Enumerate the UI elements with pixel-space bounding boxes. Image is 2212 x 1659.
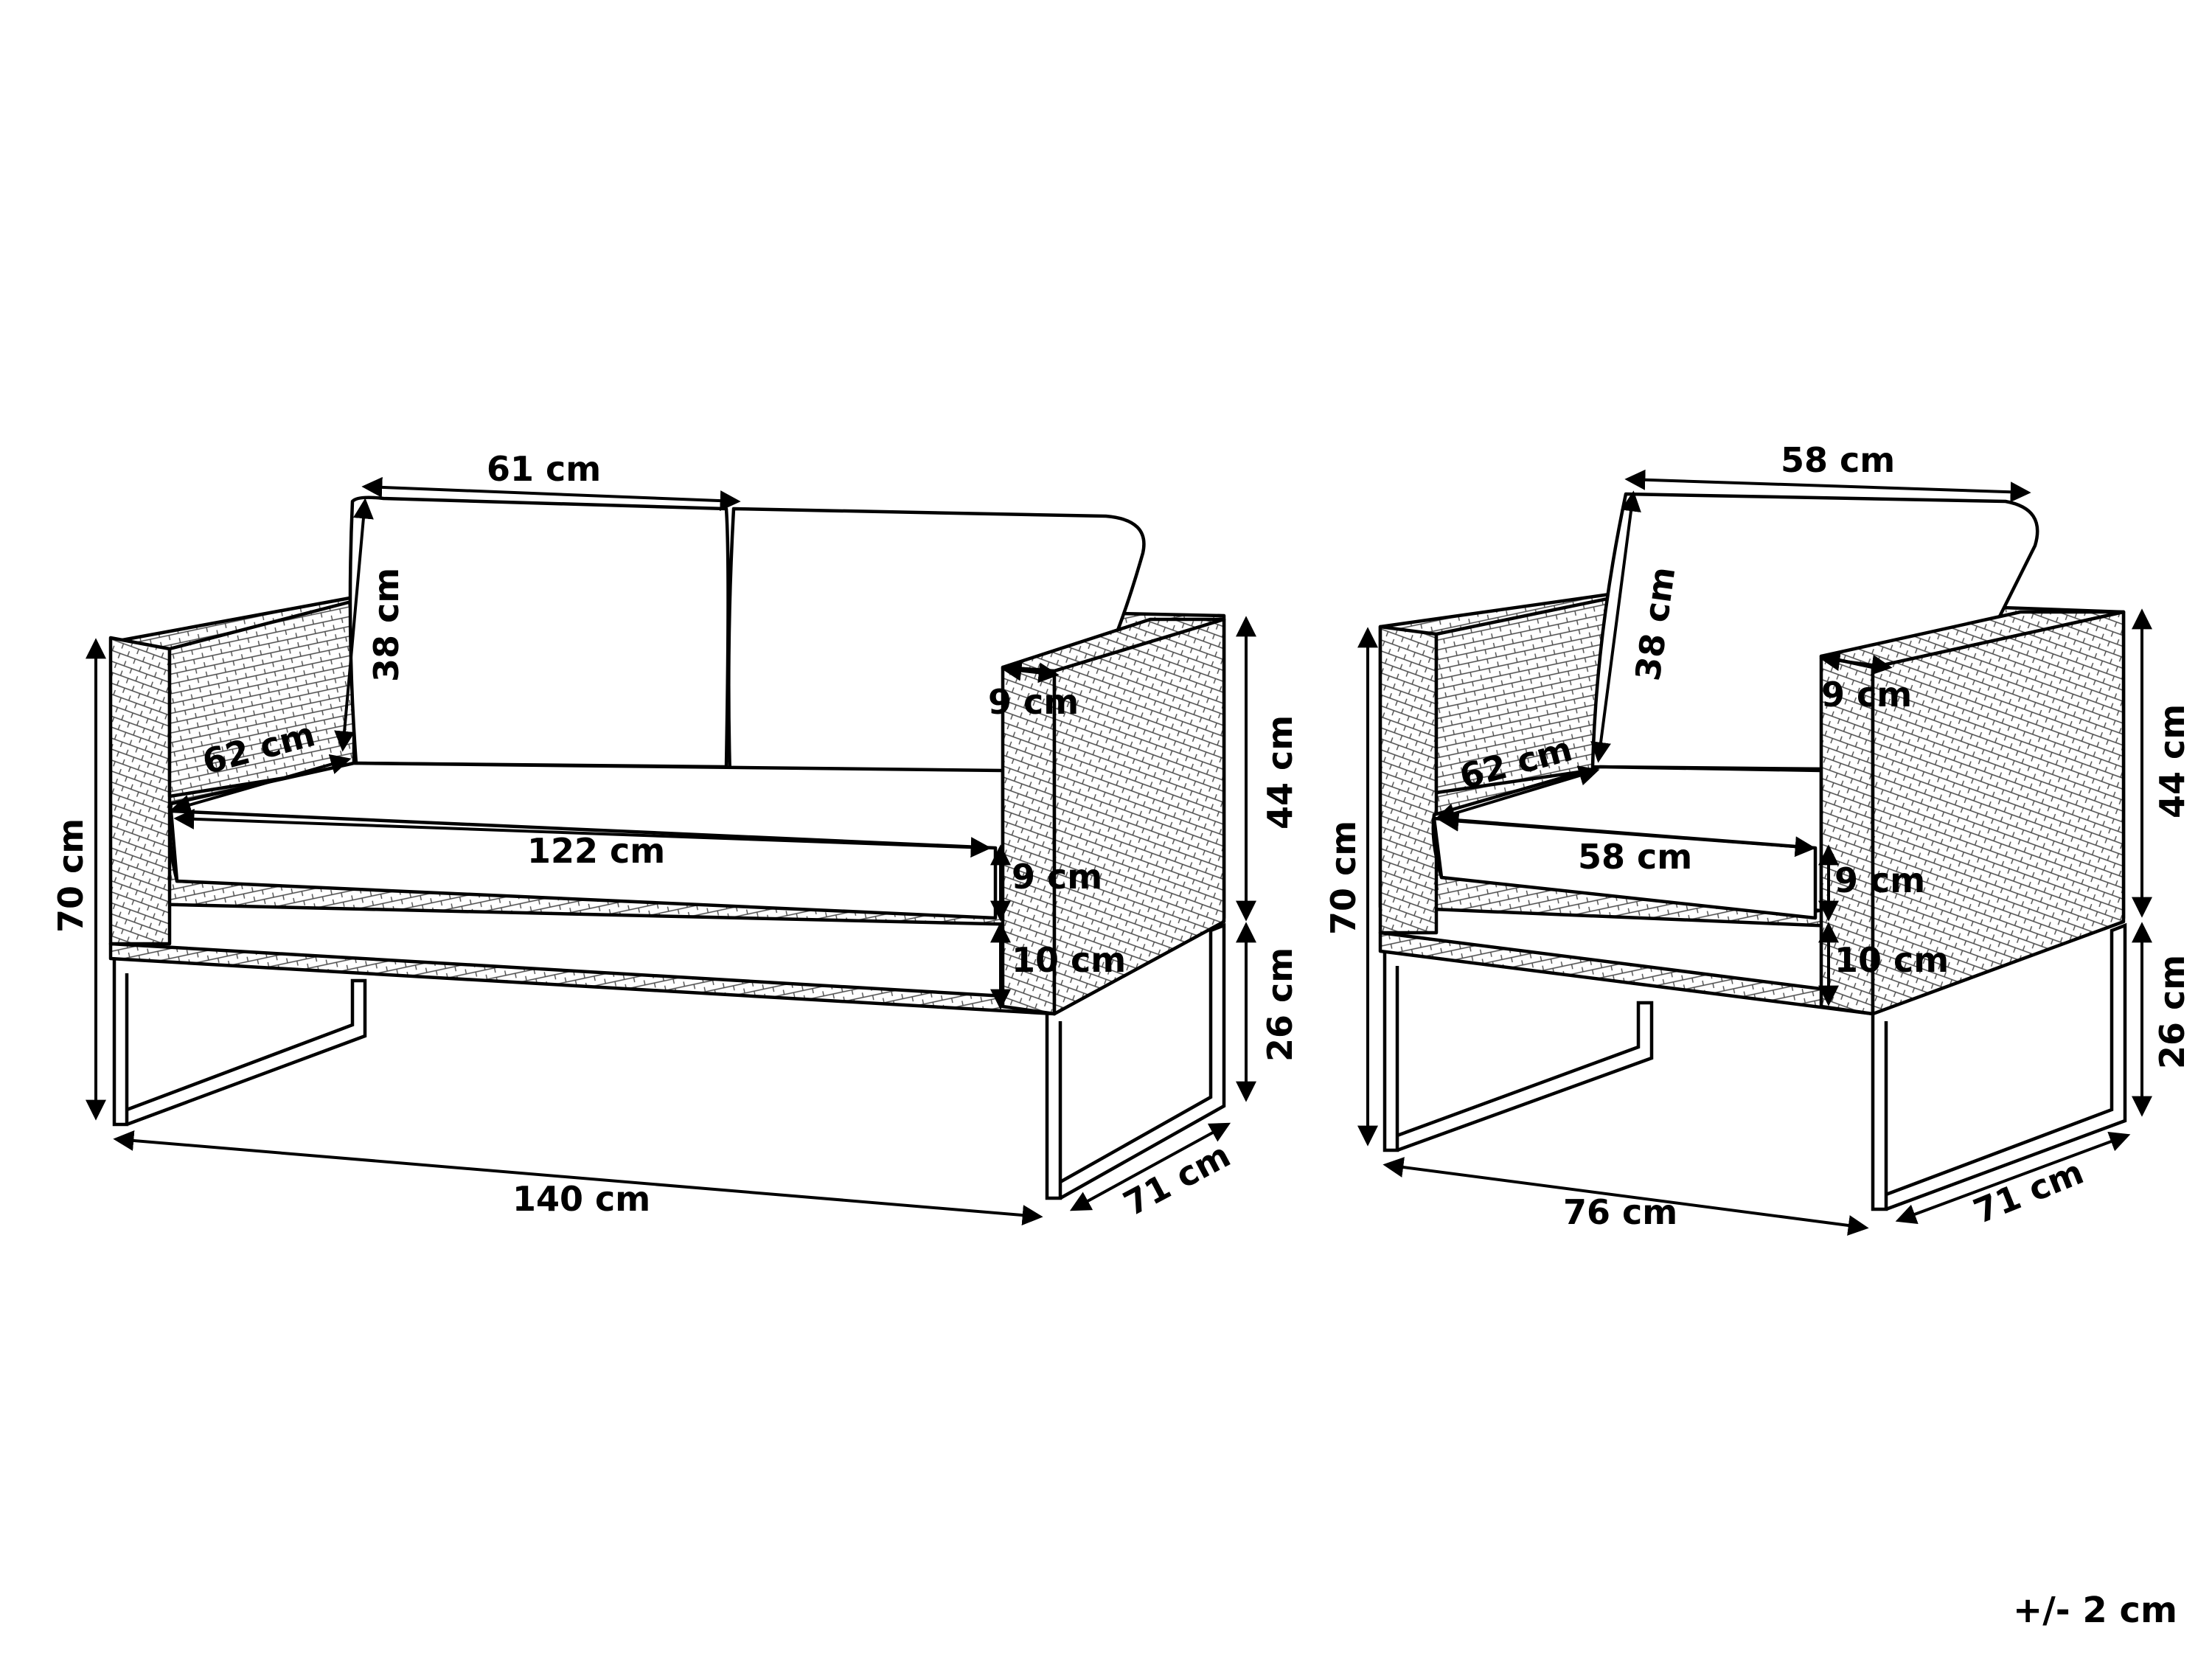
sofa-armrest-width-label: 9 cm [988, 682, 1079, 722]
armchair-dim-seat-depth [1434, 765, 1600, 824]
sofa-dim-backrest-width [361, 476, 741, 512]
sofa-seat-width-label: 122 cm [527, 831, 665, 871]
sofa-total-depth-label: 71 cm [1117, 1135, 1237, 1224]
sofa-upper-height-label: 44 cm [1260, 715, 1300, 830]
sofa-leg-left [112, 959, 367, 1127]
sofa-dimensions [86, 476, 1256, 1226]
armchair-dim-total-width [1382, 1157, 1869, 1236]
armchair-dim-armrest-width [1819, 650, 1893, 675]
sofa-leg-height-label: 26 cm [1260, 947, 1300, 1062]
sofa-leg-right [1045, 922, 1226, 1200]
armchair-dim-seat-width [1438, 810, 1816, 858]
sofa-backrest-height-label: 38 cm [366, 568, 406, 682]
sofa-dim-total-width [113, 1130, 1043, 1226]
armchair-total-width-label: 76 cm [1563, 1192, 1677, 1232]
armchair-total-depth-label: 71 cm [1968, 1152, 2089, 1231]
sofa-drawing [108, 495, 1226, 1200]
armchair-armrest-width-label: 9 cm [1821, 675, 1912, 714]
sofa-total-width-label: 140 cm [512, 1179, 650, 1219]
armchair-leg-left [1382, 951, 1654, 1152]
armchair-dim-backrest-width [1624, 469, 2031, 503]
armchair-total-height-label: 70 cm [1324, 821, 1363, 935]
sofa-dim-seat-depth [170, 754, 352, 815]
armchair-front-rail [1378, 931, 1875, 1016]
armchair-dim-total-depth [1895, 1131, 2131, 1225]
sofa-left-arm [108, 636, 172, 946]
armchair-dim-backrest-height [1590, 490, 1641, 763]
armchair-drawing [1378, 492, 2127, 1211]
armchair-upper-height-label: 44 cm [2152, 704, 2192, 818]
sofa-dim-armrest-width [1001, 660, 1060, 684]
sofa-base-height-label: 10 cm [1012, 940, 1126, 980]
sofa-right-arm-side [1052, 617, 1226, 1016]
armchair-cushion-height-label: 9 cm [1834, 860, 1925, 900]
armchair-dimensions [1357, 469, 2152, 1236]
armchair-right-arm-side [1871, 610, 2126, 1016]
sofa-dim-seat-width [173, 808, 992, 858]
armchair-leg-height-label: 26 cm [2152, 955, 2192, 1069]
tolerance-note: +/- 2 cm [2013, 1590, 2177, 1631]
sofa-back-cushion-left [348, 495, 730, 769]
sofa-total-height-label: 70 cm [51, 818, 91, 933]
armchair-backrest-width-label: 58 cm [1781, 440, 1895, 480]
sofa-cushion-height-label: 9 cm [1012, 857, 1102, 897]
armchair-left-arm [1378, 625, 1439, 935]
sofa-dim-total-depth [1069, 1122, 1231, 1211]
sofa-dim-backrest-height [334, 498, 374, 752]
sofa-backrest-width-label: 61 cm [487, 449, 601, 489]
sofa-front-rail [108, 942, 1057, 1016]
armchair-base-height-label: 10 cm [1834, 940, 1949, 980]
armchair-seat-width-label: 58 cm [1578, 837, 1692, 877]
